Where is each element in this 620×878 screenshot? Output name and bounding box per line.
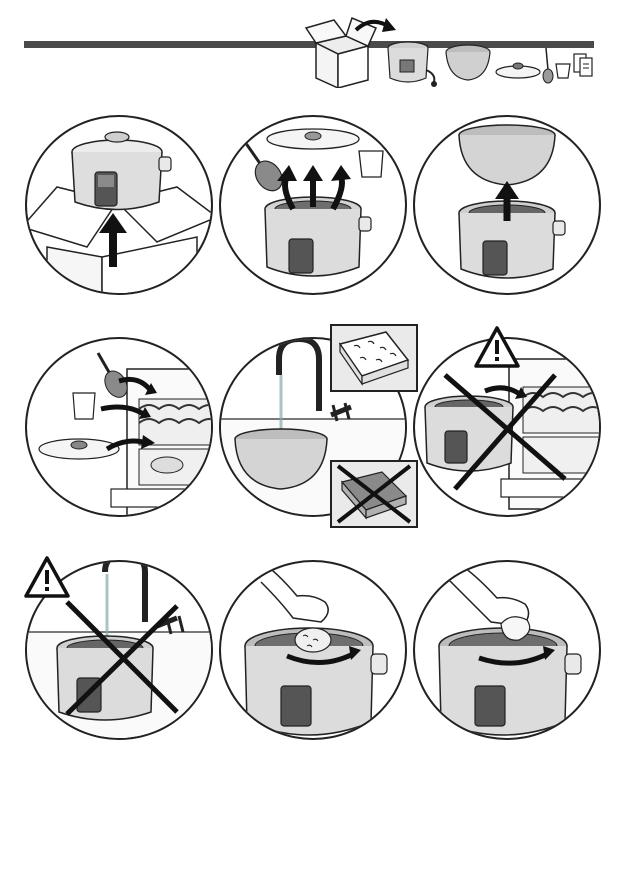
panel-remove-inner-bowl	[413, 115, 601, 295]
panel-unpack-cooker	[25, 115, 213, 295]
inner-bowl-icon	[446, 45, 490, 80]
header-icons	[296, 8, 596, 88]
spatula-icon	[543, 48, 553, 83]
warning-icon	[474, 326, 520, 368]
panel-remove-accessories	[219, 115, 407, 295]
rice-cooker-icon	[388, 42, 437, 87]
steam-plate-icon	[496, 63, 540, 78]
panel-dishwasher-accessories	[25, 337, 213, 517]
inset-soft-sponge	[330, 324, 418, 392]
inset-abrasive-sponge-crossed	[330, 460, 418, 528]
panel-wipe-inside-with-sponge	[219, 560, 407, 740]
measuring-cup-icon	[556, 64, 570, 78]
box-icon	[306, 18, 376, 88]
panel-wipe-inside-with-cloth	[413, 560, 601, 740]
manual-icon	[574, 54, 592, 76]
warning-icon	[24, 556, 70, 598]
